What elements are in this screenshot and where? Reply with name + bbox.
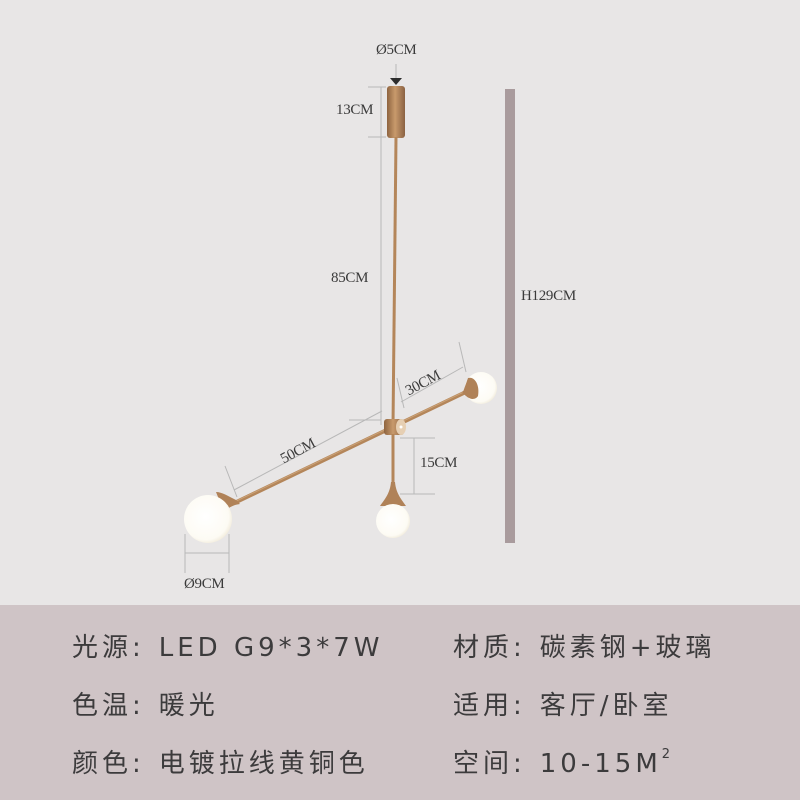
spec-application: 适用: 客厅/卧室 bbox=[453, 685, 673, 722]
drop-length-label: 15CM bbox=[420, 455, 458, 471]
spec-key: 空间: bbox=[453, 749, 526, 779]
spec-panel: 光源: LED G9*3*7W 色温: 暖光 颜色: 电镀拉线黄铜色 材质: 碳素钢+玻… bbox=[0, 605, 800, 800]
left-globe bbox=[184, 495, 232, 543]
spec-color-temp: 色温: 暖光 bbox=[72, 685, 219, 722]
spec-value: 10-15M2 bbox=[540, 747, 670, 779]
spec-room-size: 空间: 10-15M2 bbox=[453, 743, 670, 780]
height-bar bbox=[505, 89, 515, 543]
arrow-down-icon bbox=[390, 78, 402, 85]
superscript-2: 2 bbox=[661, 747, 671, 762]
suspension-rod bbox=[391, 136, 398, 427]
room-size-value: 10-15M bbox=[539, 749, 662, 779]
spec-value: 碳素钢+玻璃 bbox=[539, 633, 716, 663]
spec-key: 色温: bbox=[72, 691, 145, 721]
total-height-label: H129CM bbox=[521, 288, 576, 304]
center-globe bbox=[376, 504, 410, 538]
spec-key: 光源: bbox=[72, 633, 145, 663]
spec-material: 材质: 碳素钢+玻璃 bbox=[453, 627, 716, 664]
spec-value: LED G9*3*7W bbox=[158, 633, 384, 663]
spec-value: 电镀拉线黄铜色 bbox=[158, 749, 369, 779]
spec-light-source: 光源: LED G9*3*7W bbox=[72, 627, 383, 664]
pendant-lamp-illustration bbox=[184, 64, 515, 573]
canopy-diameter-label: Ø5CM bbox=[376, 42, 417, 58]
ceiling-canopy bbox=[387, 86, 405, 138]
spec-key: 颜色: bbox=[72, 749, 145, 779]
canopy-height-label: 13CM bbox=[336, 102, 374, 118]
spec-value: 客厅/卧室 bbox=[539, 691, 673, 721]
spec-key: 适用: bbox=[453, 691, 526, 721]
spec-key: 材质: bbox=[453, 633, 526, 663]
spec-finish-color: 颜色: 电镀拉线黄铜色 bbox=[72, 743, 369, 780]
product-diagram: Ø5CM 13CM 85CM H129CM 30CM 50CM 15CM Ø9C… bbox=[184, 42, 576, 592]
dimension-lines bbox=[184, 64, 467, 573]
spec-value: 暖光 bbox=[158, 691, 219, 721]
center-socket bbox=[380, 482, 406, 506]
rod-length-label: 85CM bbox=[331, 270, 369, 286]
diagonal-arm bbox=[227, 388, 471, 508]
globe-diameter-label: Ø9CM bbox=[184, 576, 225, 592]
